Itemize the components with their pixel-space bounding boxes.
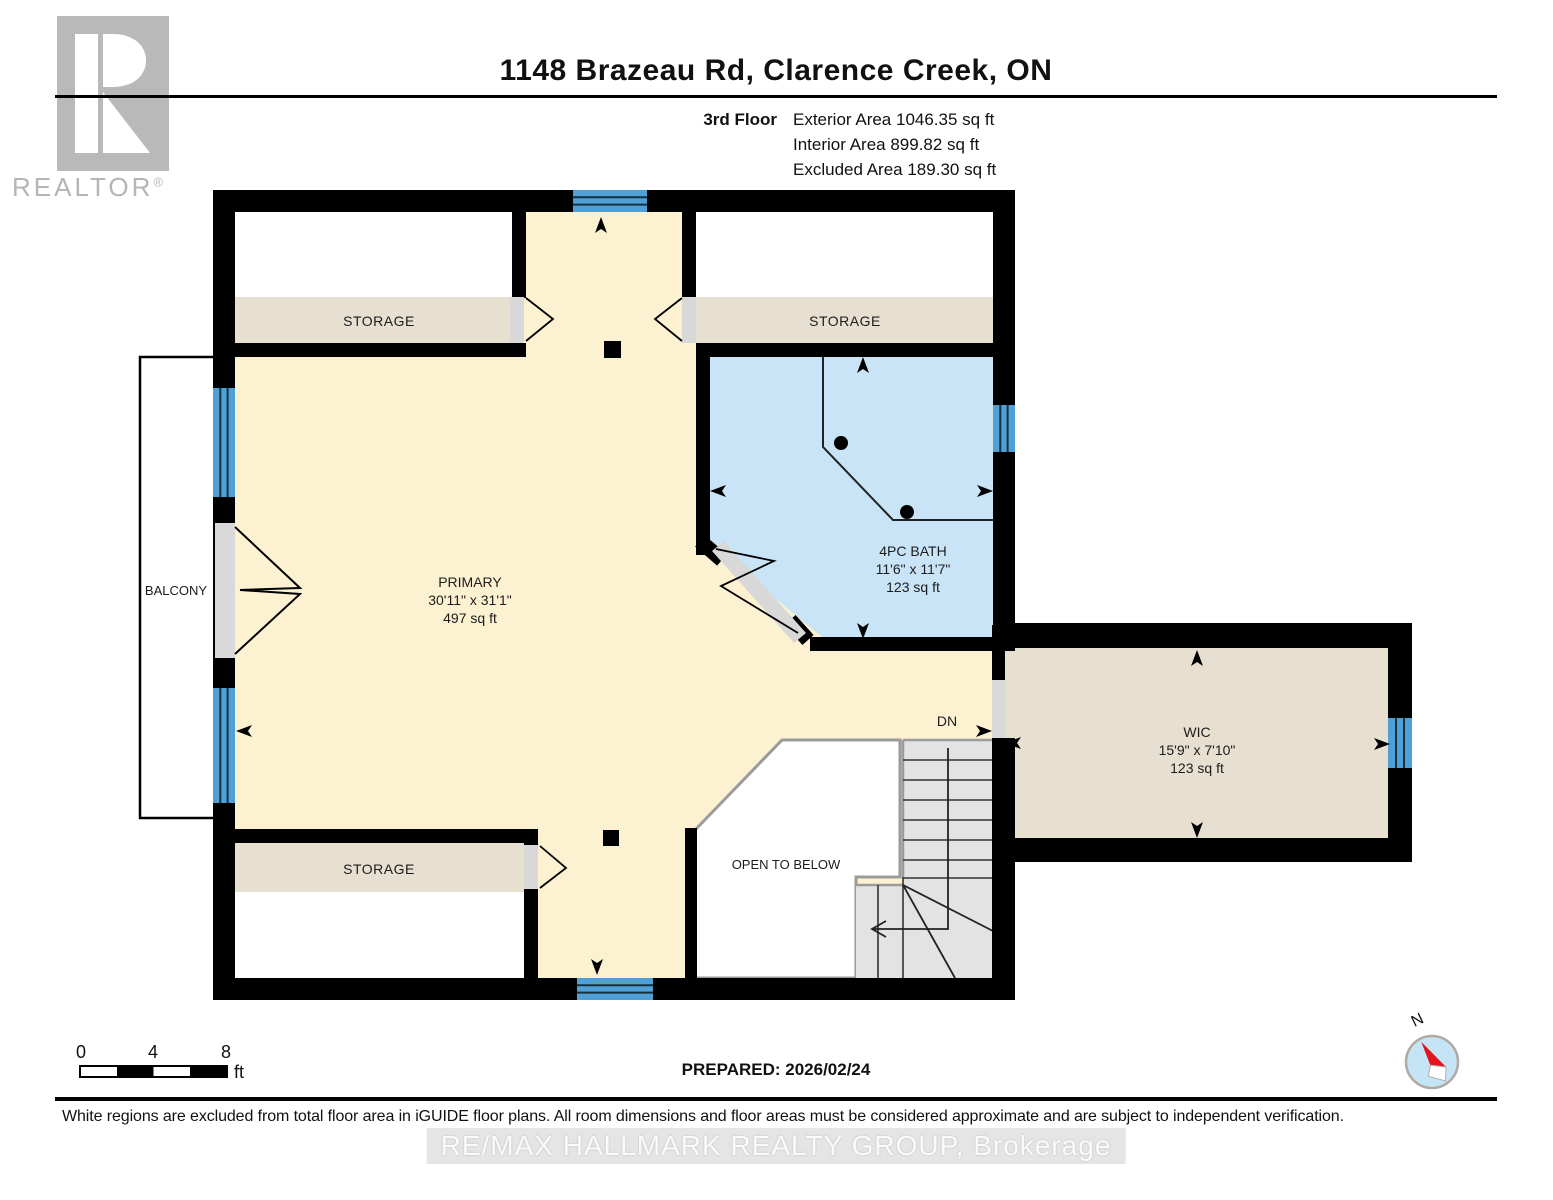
disclaimer-text: White regions are excluded from total fl… bbox=[62, 1108, 1344, 1125]
balcony-area bbox=[138, 355, 217, 820]
bath-room-label: 4PC BATH 11'6" x 11'7" 123 sq ft bbox=[876, 542, 951, 596]
primary-room-label: PRIMARY 30'11" x 31'1" 497 sq ft bbox=[428, 573, 512, 627]
storage-label-top-right: STORAGE bbox=[809, 313, 881, 329]
wic-room-label: WIC 15'9" x 7'10" 123 sq ft bbox=[1159, 723, 1236, 777]
room-dims: 11'6" x 11'7" bbox=[875, 561, 951, 577]
storage-label-bottom: STORAGE bbox=[343, 861, 415, 877]
room-dims: 15'9" x 7'10" bbox=[1158, 742, 1236, 758]
floor-label: 3rd Floor bbox=[703, 110, 777, 129]
floor-plan bbox=[138, 190, 1412, 1000]
exterior-area: Exterior Area 1046.35 sq ft bbox=[793, 110, 995, 129]
scale-tick-8: 8 bbox=[220, 1042, 232, 1062]
realtor-logo-icon bbox=[57, 16, 169, 171]
room-area: 123 sq ft bbox=[1170, 760, 1224, 776]
scale-tick-0: 0 bbox=[75, 1042, 87, 1062]
interior-area: Interior Area 899.82 sq ft bbox=[793, 135, 980, 154]
room-name: WIC bbox=[1183, 724, 1211, 740]
footer-divider bbox=[55, 1097, 1497, 1101]
compass-icon bbox=[1404, 1034, 1460, 1090]
realtor-logo-text: REALTOR® bbox=[12, 172, 166, 203]
room-name: 4PC BATH bbox=[879, 543, 947, 559]
realtor-word: REALTOR bbox=[12, 172, 154, 202]
open-to-below-label: OPEN TO BELOW bbox=[731, 857, 841, 872]
wic-area bbox=[1005, 648, 1388, 838]
prepared-date: PREPARED: 2026/02/24 bbox=[681, 1060, 871, 1079]
excluded-area: Excluded Area 189.30 sq ft bbox=[793, 160, 997, 179]
scale-bar bbox=[79, 1065, 228, 1078]
storage-label-top-left: STORAGE bbox=[343, 313, 415, 329]
room-dims: 30'11" x 31'1" bbox=[428, 592, 512, 608]
stairs bbox=[856, 738, 994, 979]
room-area: 123 sq ft bbox=[886, 579, 940, 595]
bath-area bbox=[710, 357, 993, 637]
doors bbox=[215, 297, 1005, 889]
title-underline bbox=[55, 95, 1497, 98]
scale-unit: ft bbox=[234, 1062, 245, 1082]
registered-mark: ® bbox=[153, 174, 166, 190]
room-area: 497 sq ft bbox=[443, 610, 497, 626]
balcony-label: BALCONY bbox=[144, 583, 208, 598]
windows bbox=[213, 190, 1412, 1000]
brokerage-watermark: RE/MAX HALLMARK REALTY GROUP, Brokerage bbox=[426, 1128, 1126, 1164]
direction-arrows bbox=[236, 217, 1390, 975]
scale-tick-4: 4 bbox=[147, 1042, 159, 1062]
page-title: 1148 Brazeau Rd, Clarence Creek, ON bbox=[499, 54, 1053, 87]
room-name: PRIMARY bbox=[438, 574, 502, 590]
down-label: DN bbox=[936, 713, 958, 729]
